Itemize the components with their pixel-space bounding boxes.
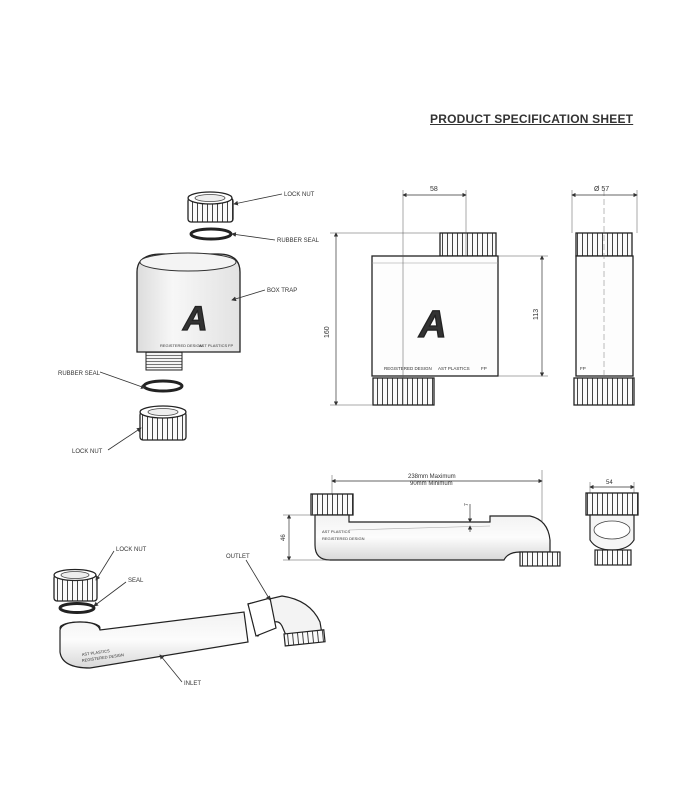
dim-pipe-height: 46 [281,534,287,541]
pipe-seal-drawing [58,602,96,614]
side-elevation: FP Ø 57 [571,186,638,406]
dim-height-total: 160 [324,326,331,338]
pipe-elevation: 238mm Maximum 90mm Minimum AST PLASTICS … [281,470,561,567]
callout-pipe-lock-nut: LOCK NUT [116,547,147,553]
callout-box-trap: BOX TRAP [267,288,297,294]
dim-height-body: 113 [533,309,540,320]
pipe-registered-mark: REGISTERED DESIGN [81,652,124,663]
box-trap-body: A REGISTERED DESIGN AST PLASTICS FP [136,252,241,371]
dim-length-min: 90mm Minimum [410,481,453,487]
dim-length-max: 238mm Maximum [408,474,456,480]
sheet-title: PRODUCT SPECIFICATION SHEET [430,112,634,126]
front-code-mark: FP [481,366,487,371]
callout-bottom-lock-nut: LOCK NUT [72,449,103,455]
callout-top-rubber-seal: RUBBER SEAL [277,238,320,244]
callout-bottom-rubber-seal: RUBBER SEAL [58,371,101,377]
top-lock-nut-drawing [187,191,234,223]
pipe-side-registered-mark: REGISTERED DESIGN [322,536,365,541]
dim-width-top: 58 [430,186,438,193]
callout-outlet: OUTLET [226,554,250,560]
box-trap-code-mark: FP [228,343,233,348]
callout-pipe-seal: SEAL [128,578,144,584]
side-code-mark: FP [580,366,586,371]
front-registered-mark: REGISTERED DESIGN [384,366,432,371]
box-trap-registered-mark: REGISTERED DESIGN [160,343,203,348]
top-rubber-seal-drawing [189,227,233,241]
front-brand-mark: AST PLASTICS [438,366,470,371]
box-trap-brand-mark: AST PLASTICS [199,343,227,348]
outlet-end-view: 54 [585,480,639,566]
exploded-pipe-trap: AST PLASTICS REGISTERED DESIGN LOCK NUT … [53,547,326,687]
dim-diameter: Ø 57 [594,186,609,193]
outlet-elbow-drawing [247,595,326,647]
callout-top-lock-nut: LOCK NUT [284,192,315,198]
exploded-box-trap: A REGISTERED DESIGN AST PLASTICS FP [58,191,320,455]
front-logo: A [418,304,446,346]
pipe-side-brand-mark: AST PLASTICS [322,529,350,534]
dim-outlet-width: 54 [606,480,613,486]
box-trap-logo: A [182,300,208,338]
bottom-lock-nut-drawing [139,405,187,441]
inlet-pipe-drawing: AST PLASTICS REGISTERED DESIGN [59,611,249,669]
callout-inlet: INLET [184,681,201,687]
dim-pipe-drop: 7 [464,503,470,506]
bottom-rubber-seal-drawing [142,379,184,393]
front-elevation: A REGISTERED DESIGN AST PLASTICS FP 58 1… [324,186,548,406]
pipe-lock-nut-drawing [53,568,98,602]
pipe-brand-mark: AST PLASTICS [81,648,110,657]
